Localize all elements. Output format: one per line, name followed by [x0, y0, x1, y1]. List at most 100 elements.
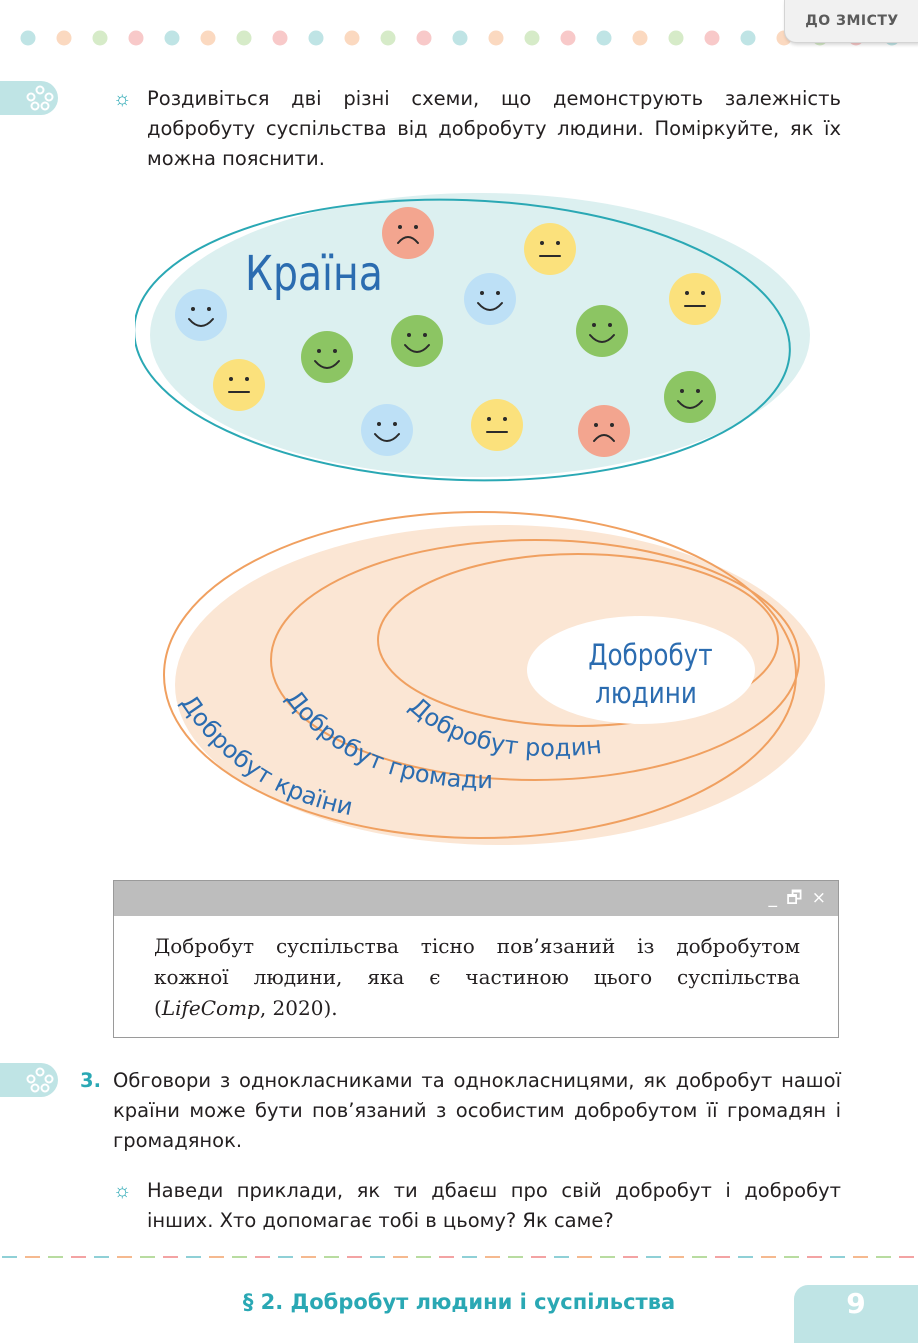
smiling-face-icon — [576, 305, 628, 357]
decorative-dash — [2, 1256, 17, 1258]
decorative-dot — [488, 30, 504, 46]
decorative-dot — [92, 30, 108, 46]
ring-country-text: Добробут країни — [175, 690, 355, 821]
decorative-dash — [669, 1256, 684, 1258]
sad-face-icon — [382, 207, 434, 259]
decorative-dash — [71, 1256, 86, 1258]
decorative-dash — [554, 1256, 569, 1258]
decorative-dash — [163, 1256, 178, 1258]
task3-text: Обговори з однокласниками та однокласниц… — [113, 1069, 841, 1152]
decorative-dash — [301, 1256, 316, 1258]
decorative-dash — [347, 1256, 362, 1258]
decorative-dot — [200, 30, 216, 46]
quote-window: _ 🗗 × Добробут суспільства тісно пов’яза… — [113, 880, 839, 1038]
smiling-face-icon — [175, 289, 227, 341]
decorative-dot — [560, 30, 576, 46]
toc-button[interactable]: ДО ЗМІСТУ — [784, 0, 918, 43]
decorative-dash — [393, 1256, 408, 1258]
wellbeing-rings-diagram — [163, 511, 825, 845]
decorative-dash — [807, 1256, 822, 1258]
decorative-dash — [853, 1256, 868, 1258]
decorative-dot — [596, 30, 612, 46]
decorative-dash — [715, 1256, 730, 1258]
quote-text: Добробут суспільства тісно пов’язаний із… — [154, 931, 800, 1024]
decorative-dot — [164, 30, 180, 46]
decorative-dot — [344, 30, 360, 46]
decorative-dash — [577, 1256, 592, 1258]
decorative-dash — [531, 1256, 546, 1258]
quote-source: LifeComp — [161, 996, 260, 1020]
decorative-dash — [600, 1256, 615, 1258]
decorative-dot — [668, 30, 684, 46]
country-diagram — [135, 193, 810, 482]
decorative-dash — [186, 1256, 201, 1258]
decorative-dash — [94, 1256, 109, 1258]
decorative-dot — [236, 30, 252, 46]
neutral-face-icon — [669, 273, 721, 325]
decorative-dash — [876, 1256, 891, 1258]
decorative-dash — [646, 1256, 661, 1258]
country-fill — [150, 193, 810, 477]
sad-face-icon — [578, 405, 630, 457]
smiling-face-icon — [664, 371, 716, 423]
quote-main: Добробут суспільства тісно пов’язаний із… — [154, 934, 800, 1020]
ring-labels: Добробут родини Добробут громади Добробу… — [170, 690, 603, 821]
ring-person-line1: Добробут — [588, 638, 713, 672]
smiling-face-icon — [391, 315, 443, 367]
decorative-dash — [324, 1256, 339, 1258]
decorative-dot — [416, 30, 432, 46]
ring-person-line2: людини — [595, 676, 697, 710]
chapter-title: § 2. Добробут людини і суспільства — [242, 1290, 676, 1314]
country-label: Країна — [245, 246, 383, 302]
decorative-dash — [255, 1256, 270, 1258]
decorative-dot — [452, 30, 468, 46]
decorative-dash — [623, 1256, 638, 1258]
decorative-dot — [704, 30, 720, 46]
quote-tail: , 2020). — [259, 996, 338, 1020]
decorative-dash — [370, 1256, 385, 1258]
decorative-dot — [740, 30, 756, 46]
window-controls-icon[interactable]: _ 🗗 × — [768, 888, 828, 908]
ring-family — [377, 553, 779, 727]
neutral-face-icon — [471, 399, 523, 451]
decorative-dash — [485, 1256, 500, 1258]
decorative-dash — [899, 1256, 914, 1258]
task3-sub-text: Наведи приклади, як ти дбаєш про свій до… — [147, 1179, 841, 1232]
smiling-face-icon — [301, 331, 353, 383]
footer-divider — [2, 1256, 914, 1258]
decorative-dash — [738, 1256, 753, 1258]
neutral-face-icon — [213, 359, 265, 411]
decorative-dash — [462, 1256, 477, 1258]
page-number: 9 — [794, 1285, 918, 1343]
people-group-icon — [26, 1067, 54, 1093]
decorative-dash — [209, 1256, 224, 1258]
decorative-dash — [278, 1256, 293, 1258]
smiling-face-icon — [464, 273, 516, 325]
quote-window-titlebar: _ 🗗 × — [114, 881, 838, 916]
ring-person-label: Добробут людини — [588, 636, 713, 712]
smiling-face-icon — [361, 404, 413, 456]
decorative-dash — [508, 1256, 523, 1258]
decorative-dash — [48, 1256, 63, 1258]
decorative-dots — [20, 30, 900, 46]
sun-bullet-icon: ☼ — [113, 1180, 132, 1202]
decorative-dot — [632, 30, 648, 46]
sun-bullet-icon: ☼ — [113, 88, 132, 110]
decorative-dash — [117, 1256, 132, 1258]
decorative-dot — [524, 30, 540, 46]
decorative-dot — [380, 30, 396, 46]
decorative-dash — [416, 1256, 431, 1258]
decorative-dash — [692, 1256, 707, 1258]
decorative-dash — [784, 1256, 799, 1258]
decorative-dash — [439, 1256, 454, 1258]
decorative-dot — [56, 30, 72, 46]
decorative-dash — [140, 1256, 155, 1258]
decorative-dot — [128, 30, 144, 46]
decorative-dash — [232, 1256, 247, 1258]
neutral-face-icon — [524, 223, 576, 275]
ring-person — [527, 616, 755, 724]
task-intro-text: Роздивіться дві різні схеми, що демонстр… — [147, 87, 841, 170]
decorative-dot — [308, 30, 324, 46]
ring-community — [270, 539, 800, 781]
group-work-tab-2 — [0, 1063, 58, 1097]
